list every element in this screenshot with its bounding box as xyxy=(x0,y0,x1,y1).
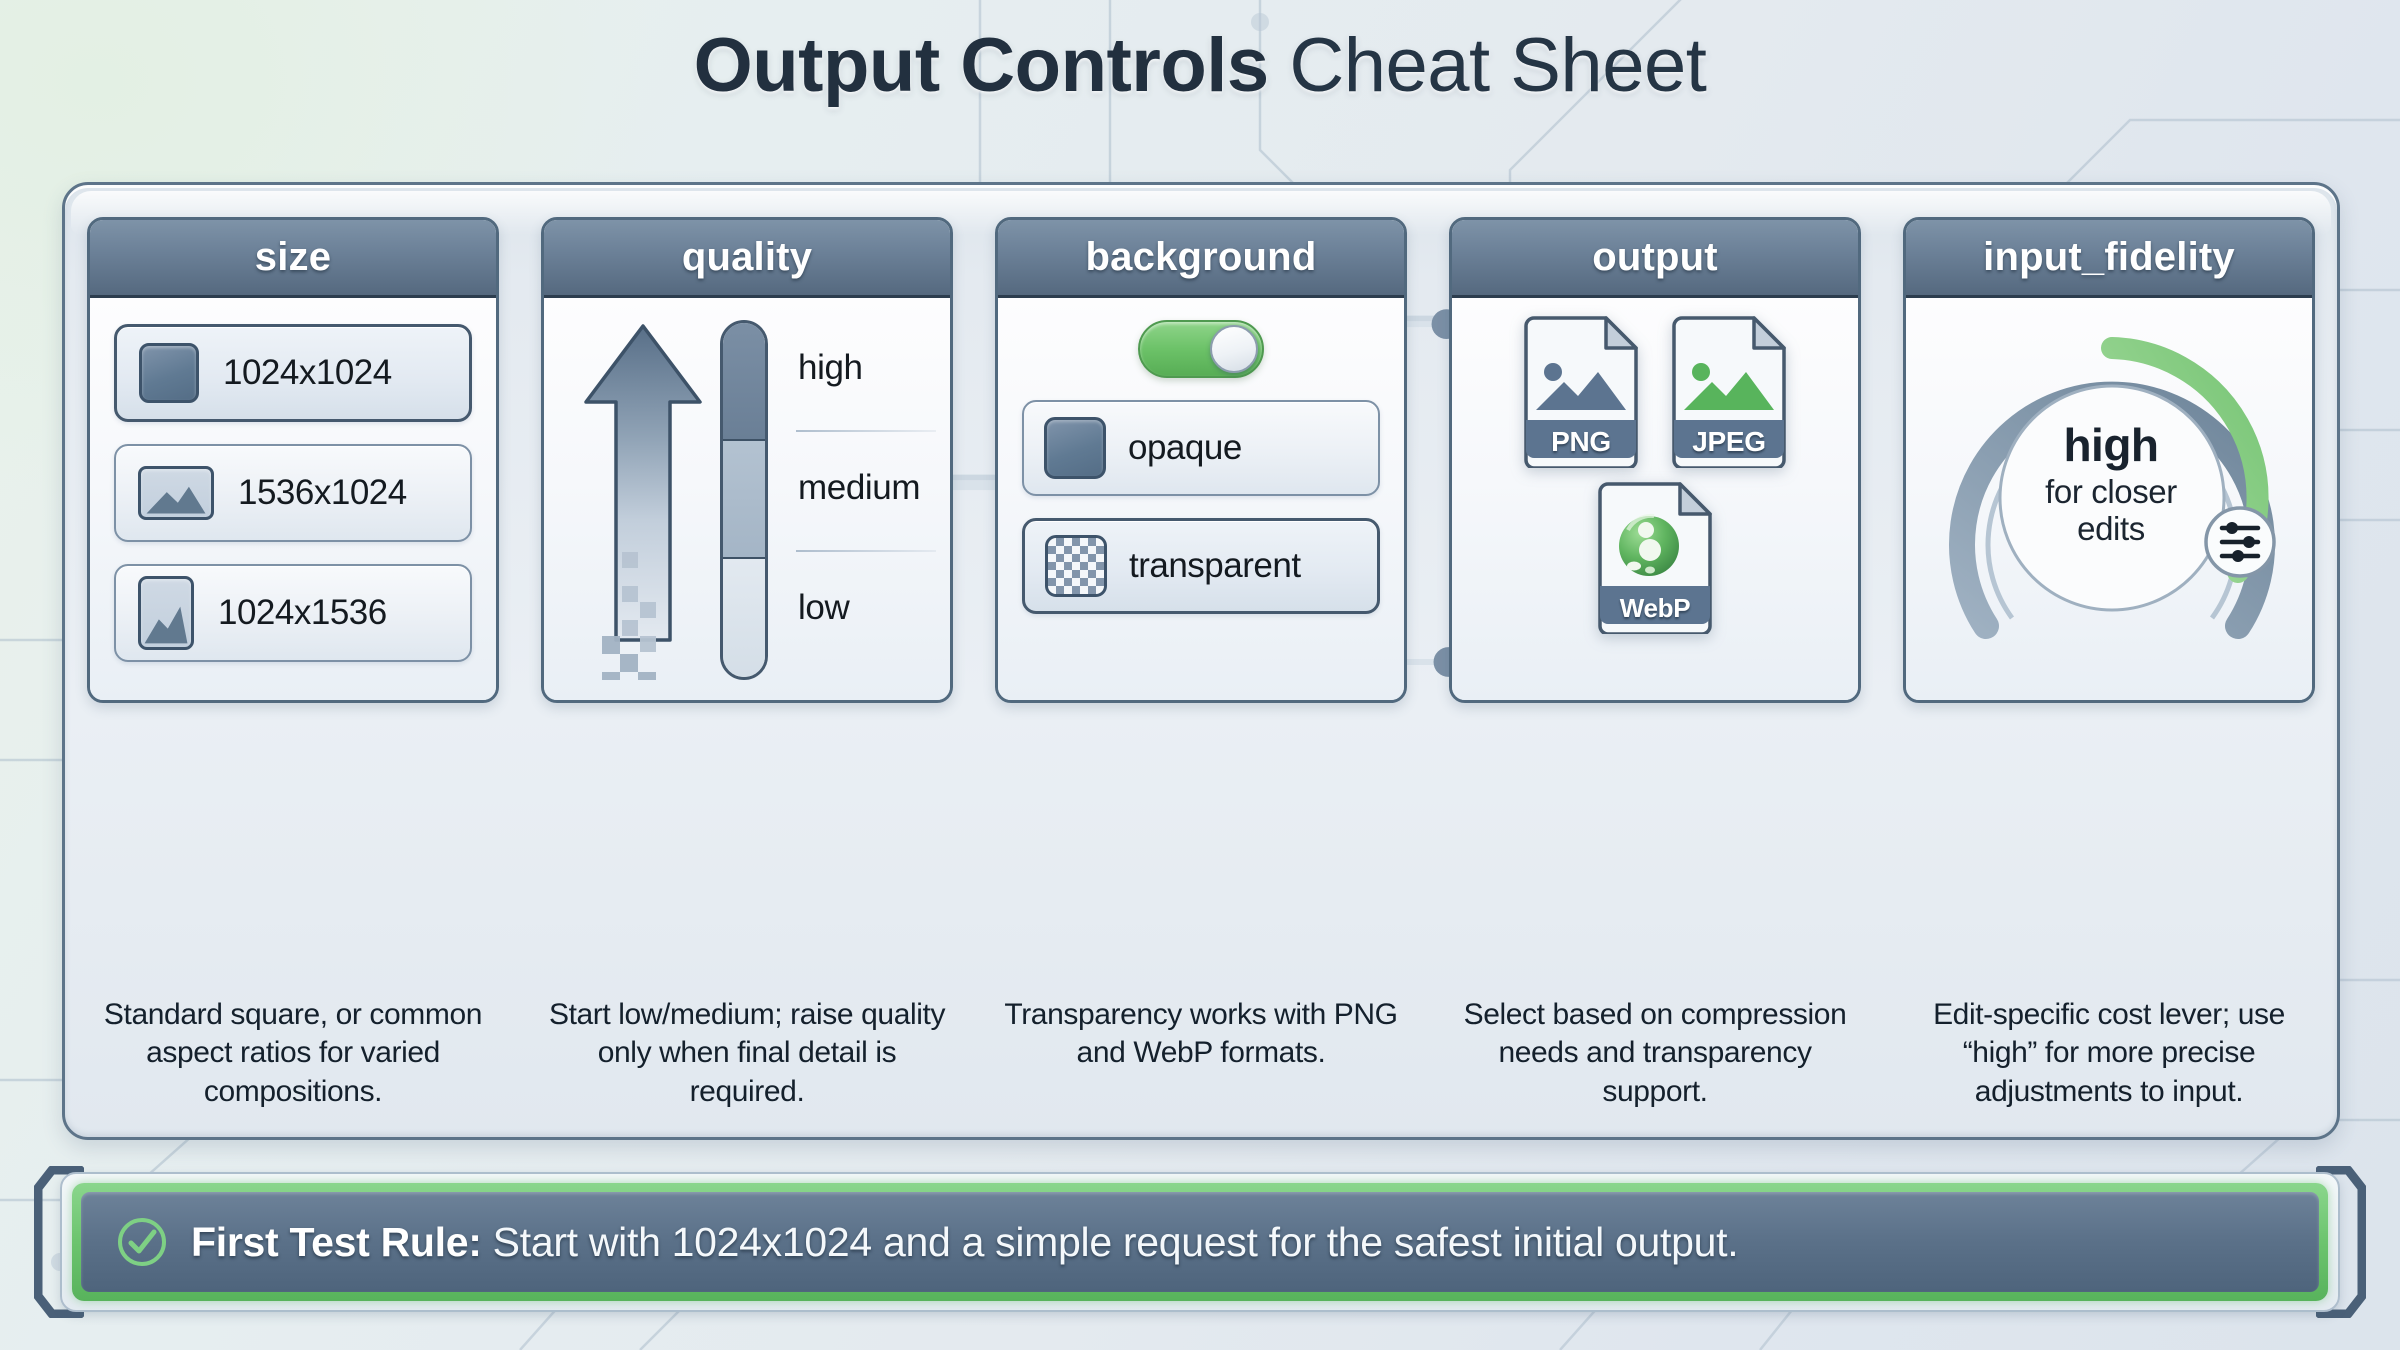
quality-label-low: low xyxy=(798,588,850,627)
card-size: size 1024x1024 xyxy=(87,217,499,703)
footer-label-rest: Start with 1024x1024 and a simple reques… xyxy=(481,1218,1739,1265)
page-title: Output Controls Cheat Sheet xyxy=(0,22,2400,109)
card-background: background opaque transparent xyxy=(995,217,1407,703)
size-option-label: 1536x1024 xyxy=(238,473,407,512)
sliders-knob-icon xyxy=(2204,506,2276,578)
page-title-light: Cheat Sheet xyxy=(1289,23,1707,108)
captions-row: Standard square, or common aspect ratios… xyxy=(65,996,2337,1111)
card-output: output xyxy=(1449,217,1861,703)
background-option-label: opaque xyxy=(1128,428,1242,467)
portrait-thumbnail-icon xyxy=(138,576,194,650)
footer-bracket-right xyxy=(2316,1166,2366,1318)
background-option-opaque[interactable]: opaque xyxy=(1022,400,1380,496)
quality-label-high: high xyxy=(798,348,863,387)
quality-segment-medium xyxy=(723,441,765,560)
fidelity-value: high xyxy=(2063,419,2159,472)
card-body-background: opaque transparent xyxy=(998,298,1404,700)
size-option-label: 1024x1024 xyxy=(223,353,392,392)
divider xyxy=(796,550,936,552)
fidelity-readout: high for closer edits xyxy=(2002,376,2220,594)
background-option-transparent[interactable]: transparent xyxy=(1022,518,1380,614)
card-body-output: PNG JPEG xyxy=(1452,298,1858,700)
checkerboard-swatch-icon xyxy=(1045,535,1107,597)
file-type-label: WebP xyxy=(1619,593,1691,623)
opaque-swatch-icon xyxy=(1044,417,1106,479)
column-output: output xyxy=(1449,217,1861,1137)
column-quality: quality xyxy=(541,217,953,1137)
toggle-knob xyxy=(1210,325,1258,373)
check-circle-icon xyxy=(118,1218,166,1266)
columns-container: size 1024x1024 xyxy=(65,185,2337,1137)
upward-quality-arrow-icon xyxy=(584,324,702,680)
column-size: size 1024x1024 xyxy=(87,217,499,1137)
landscape-thumbnail-icon xyxy=(138,466,214,520)
footer-text: First Test Rule: Start with 1024x1024 an… xyxy=(191,1218,1739,1266)
size-option-label: 1024x1536 xyxy=(218,593,387,632)
file-type-label: JPEG xyxy=(1692,426,1766,457)
quality-labels: high medium low xyxy=(790,320,940,680)
card-header-background: background xyxy=(998,220,1404,298)
file-type-label: PNG xyxy=(1551,426,1611,457)
quality-segment-low xyxy=(723,559,765,677)
card-header-quality: quality xyxy=(544,220,950,298)
card-header-output: output xyxy=(1452,220,1858,298)
page-title-strong: Output Controls xyxy=(693,23,1270,108)
quality-label-medium: medium xyxy=(798,468,921,507)
size-option-1536x1024[interactable]: 1536x1024 xyxy=(114,444,472,542)
card-quality: quality xyxy=(541,217,953,703)
caption-input-fidelity: Edit-specific cost lever; use “high” for… xyxy=(1933,997,2285,1108)
fidelity-dial[interactable] xyxy=(1924,310,2300,686)
jpeg-file-icon[interactable]: JPEG xyxy=(1668,316,1790,468)
caption-output: Select based on compression needs and tr… xyxy=(1463,997,1847,1108)
divider xyxy=(796,430,936,432)
quality-level-bar[interactable] xyxy=(720,320,768,680)
card-header-input-fidelity: input_fidelity xyxy=(1906,220,2312,298)
size-option-1024x1024[interactable]: 1024x1024 xyxy=(114,324,472,422)
card-input-fidelity: input_fidelity xyxy=(1903,217,2315,703)
footer-bracket-left xyxy=(34,1166,84,1318)
footer-label-strong: First Test Rule: xyxy=(191,1218,482,1265)
card-header-size: size xyxy=(90,220,496,298)
transparency-toggle[interactable] xyxy=(1138,320,1264,378)
card-body-input-fidelity: high for closer edits xyxy=(1906,298,2312,700)
main-panel: size 1024x1024 xyxy=(62,182,2340,1140)
card-body-size: 1024x1024 1536x1024 xyxy=(90,298,496,700)
background-option-label: transparent xyxy=(1129,546,1301,585)
column-input-fidelity: input_fidelity xyxy=(1903,217,2315,1137)
caption-quality: Start low/medium; raise quality only whe… xyxy=(548,997,946,1108)
card-body-quality: high medium low xyxy=(544,298,950,700)
fidelity-sub-line1: for closer xyxy=(2045,473,2177,511)
square-thumbnail-icon xyxy=(139,343,199,403)
quality-segment-high xyxy=(723,323,765,442)
footer-content: First Test Rule: Start with 1024x1024 an… xyxy=(81,1192,2319,1292)
footer-banner: First Test Rule: Start with 1024x1024 an… xyxy=(34,1166,2366,1318)
webp-file-icon[interactable]: WebP xyxy=(1594,482,1716,634)
column-background: background opaque transparent xyxy=(995,217,1407,1137)
fidelity-sub-line2: edits xyxy=(2077,510,2145,547)
size-option-1024x1536[interactable]: 1024x1536 xyxy=(114,564,472,662)
caption-size: Standard square, or common aspect ratios… xyxy=(103,997,483,1108)
caption-background: Transparency works with PNG and WebP for… xyxy=(1004,997,1398,1070)
png-file-icon[interactable]: PNG xyxy=(1520,316,1642,468)
